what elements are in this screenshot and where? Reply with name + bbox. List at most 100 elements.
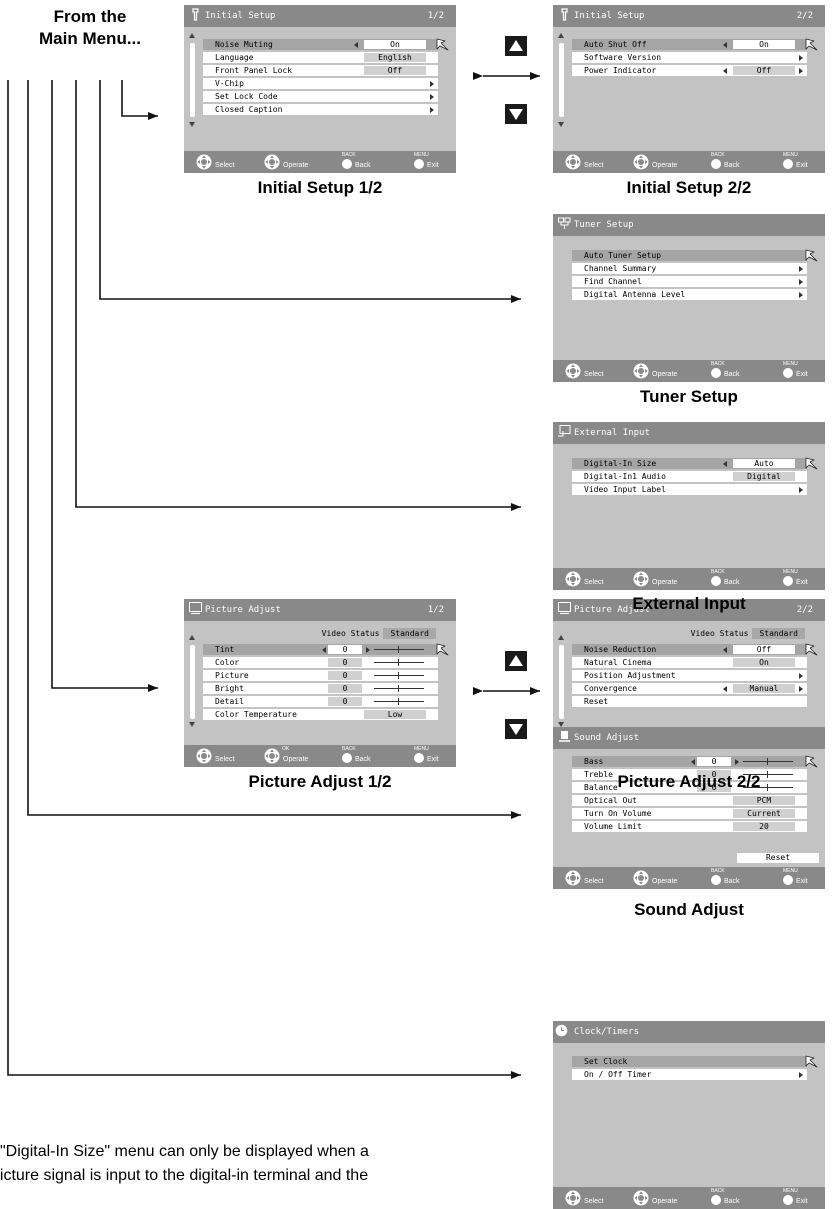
scrollbar[interactable] <box>189 33 196 127</box>
left-arrow-icon[interactable] <box>322 647 326 653</box>
menu-item[interactable]: Reset <box>572 696 807 707</box>
menu-item[interactable]: Digital-In Size Auto <box>572 457 818 470</box>
footer-label: Select <box>584 1198 604 1205</box>
right-arrow-icon[interactable] <box>799 55 803 61</box>
menu-item[interactable]: Auto Tuner Setup <box>572 249 818 262</box>
right-arrow-icon[interactable] <box>799 266 803 272</box>
menu-item-label: Find Channel <box>584 277 642 286</box>
right-arrow-icon[interactable] <box>799 68 803 74</box>
left-arrow-icon[interactable] <box>354 42 358 48</box>
menu-item[interactable]: Set Clock <box>572 1055 818 1068</box>
right-arrow-icon[interactable] <box>799 487 803 493</box>
menu-item-label: Software Version <box>584 53 662 62</box>
level-slider[interactable] <box>743 784 793 791</box>
footer-label: Operate <box>652 579 678 586</box>
level-slider[interactable] <box>743 758 793 765</box>
level-slider[interactable] <box>374 672 424 679</box>
menu-item-value: Auto <box>733 459 795 468</box>
key-label: MENU <box>783 569 798 575</box>
slider-marker <box>767 771 768 778</box>
left-arrow-icon[interactable] <box>723 686 727 692</box>
menu-item[interactable]: Set Lock Code <box>203 91 438 102</box>
right-arrow-icon[interactable] <box>799 686 803 692</box>
scroll-down-icon <box>558 722 564 727</box>
jog-dial-icon <box>196 748 212 764</box>
right-arrow-icon[interactable] <box>799 673 803 679</box>
page-down-button[interactable] <box>505 719 527 739</box>
scroll-track <box>190 645 195 719</box>
scroll-track <box>190 43 195 117</box>
left-arrow-icon[interactable] <box>723 68 727 74</box>
right-arrow-icon[interactable] <box>735 759 739 765</box>
page-down-button[interactable] <box>505 104 527 124</box>
menu-item[interactable]: On / Off Timer <box>572 1069 807 1080</box>
right-arrow-icon[interactable] <box>799 1072 803 1078</box>
right-arrow-icon[interactable] <box>430 94 434 100</box>
page-number: 1/2 <box>427 11 444 21</box>
left-arrow-icon[interactable] <box>723 647 727 653</box>
slider-marker <box>398 698 399 705</box>
menu-item[interactable]: Closed Caption <box>203 104 438 115</box>
scrollbar[interactable] <box>558 33 565 127</box>
footer-label: Operate <box>652 1198 678 1205</box>
menu-item[interactable]: Position Adjustment <box>572 670 807 681</box>
left-arrow-icon[interactable] <box>691 759 695 765</box>
connector-tuner-setup <box>99 80 521 303</box>
page-up-button[interactable] <box>505 36 527 56</box>
right-arrow-icon[interactable] <box>366 647 370 653</box>
level-slider[interactable] <box>374 685 424 692</box>
reset-button[interactable]: Reset <box>737 853 819 863</box>
level-slider[interactable] <box>374 646 424 653</box>
menu-item-label: Digital-In Size <box>584 459 657 468</box>
footer-label: Back <box>724 878 740 885</box>
menu-item[interactable]: V-Chip <box>203 78 438 89</box>
scrollbar[interactable] <box>558 635 565 727</box>
footer-label: Operate <box>652 371 678 378</box>
right-arrow-icon[interactable] <box>799 279 803 285</box>
scrollbar[interactable] <box>189 635 196 727</box>
menu-item[interactable]: Channel Summary <box>572 263 807 274</box>
right-arrow-icon[interactable] <box>430 107 434 113</box>
menu-item[interactable]: Find Channel <box>572 276 807 287</box>
level-slider[interactable] <box>743 771 793 778</box>
menu-item[interactable]: Digital Antenna Level <box>572 289 807 300</box>
round-button-icon <box>711 368 721 378</box>
left-arrow-icon[interactable] <box>723 461 727 467</box>
footer-label: Operate <box>283 162 309 169</box>
menu-item[interactable]: Video Input Label <box>572 484 807 495</box>
menu-item[interactable]: Software Version <box>572 52 807 63</box>
left-arrow-icon[interactable] <box>723 42 727 48</box>
level-slider[interactable] <box>374 698 424 705</box>
round-button-icon <box>711 576 721 586</box>
cursor-icon <box>805 755 821 769</box>
right-arrow-icon[interactable] <box>430 81 434 87</box>
page-up-button[interactable] <box>505 651 527 671</box>
right-arrow-icon[interactable] <box>799 292 803 298</box>
level-slider[interactable] <box>374 659 424 666</box>
